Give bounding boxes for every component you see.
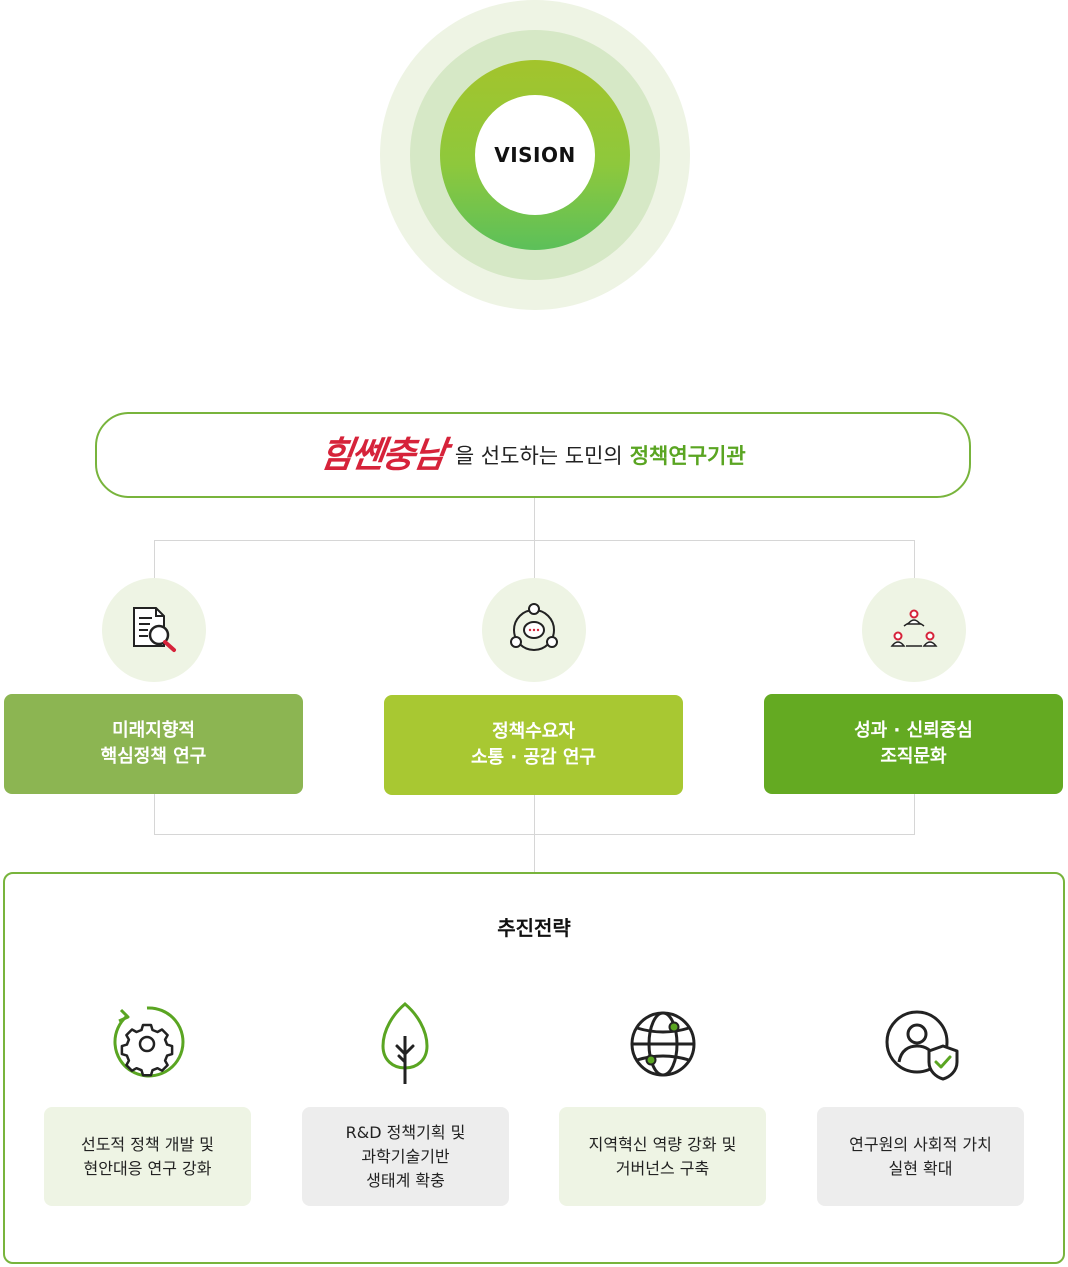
people-network-icon [862,578,966,682]
value-box-culture: 성과 · 신뢰중심 조직문화 [764,694,1063,794]
value-line: 소통 · 공감 연구 [471,747,596,768]
strategy-title: 추진전략 [497,916,571,940]
strategy-line: 연구원의 사회적 가치 [849,1134,992,1154]
value-box-future-research: 미래지향적 핵심정책 연구 [4,694,303,794]
gear-refresh-icon [113,1006,185,1078]
value-box-communication: 정책수요자 소통 · 공감 연구 [384,695,683,795]
connector-line [914,540,915,578]
connector-line [534,498,535,578]
strategy-box-policy: 선도적 정책 개발 및 현안대응 연구 강화 [44,1107,251,1206]
strategy-line: 거버넌스 구축 [615,1158,710,1178]
strategy-line: 실현 확대 [888,1158,953,1178]
user-shield-icon [885,1010,959,1081]
connector-line [154,540,915,541]
value-line: 조직문화 [880,746,947,767]
strategy-box-social-value: 연구원의 사회적 가치 실현 확대 [817,1107,1024,1206]
strategy-line: 과학기술기반 [361,1146,450,1166]
value-line: 성과 · 신뢰중심 [854,720,973,741]
strategy-box-regional: 지역혁신 역량 강화 및 거버넌스 구축 [559,1107,766,1206]
strategy-line: R&D 정책기획 및 [345,1122,466,1142]
mission-highlight: 정책연구기관 [629,444,746,468]
connector-line [914,794,915,835]
strategy-line: 선도적 정책 개발 및 [80,1134,215,1154]
document-search-icon [102,578,206,682]
mission-text: 을 선도하는 도민의 [454,444,623,468]
connector-line [534,795,535,872]
strategy-box-rnd: R&D 정책기획 및 과학기술기반 생태계 확충 [302,1107,509,1206]
value-line: 미래지향적 [112,720,195,741]
vision-core: VISION [475,95,595,215]
connector-line [154,794,155,835]
connector-line [154,540,155,578]
value-line: 정책수요자 [492,721,575,742]
vision-label: VISION [494,143,576,167]
slogan-logo: 힘쎈충남 [317,434,448,476]
strategy-line: 지역혁신 역량 강화 및 [588,1134,737,1154]
communication-cycle-icon [482,578,586,682]
strategy-line: 현안대응 연구 강화 [83,1158,212,1178]
mission-box: 힘쎈충남 을 선도하는 도민의 정책연구기관 [95,412,971,498]
strategy-line: 생태계 확충 [366,1170,445,1190]
value-line: 핵심정책 연구 [100,746,207,767]
tree-icon [381,1002,429,1084]
globe-icon [630,1011,696,1077]
